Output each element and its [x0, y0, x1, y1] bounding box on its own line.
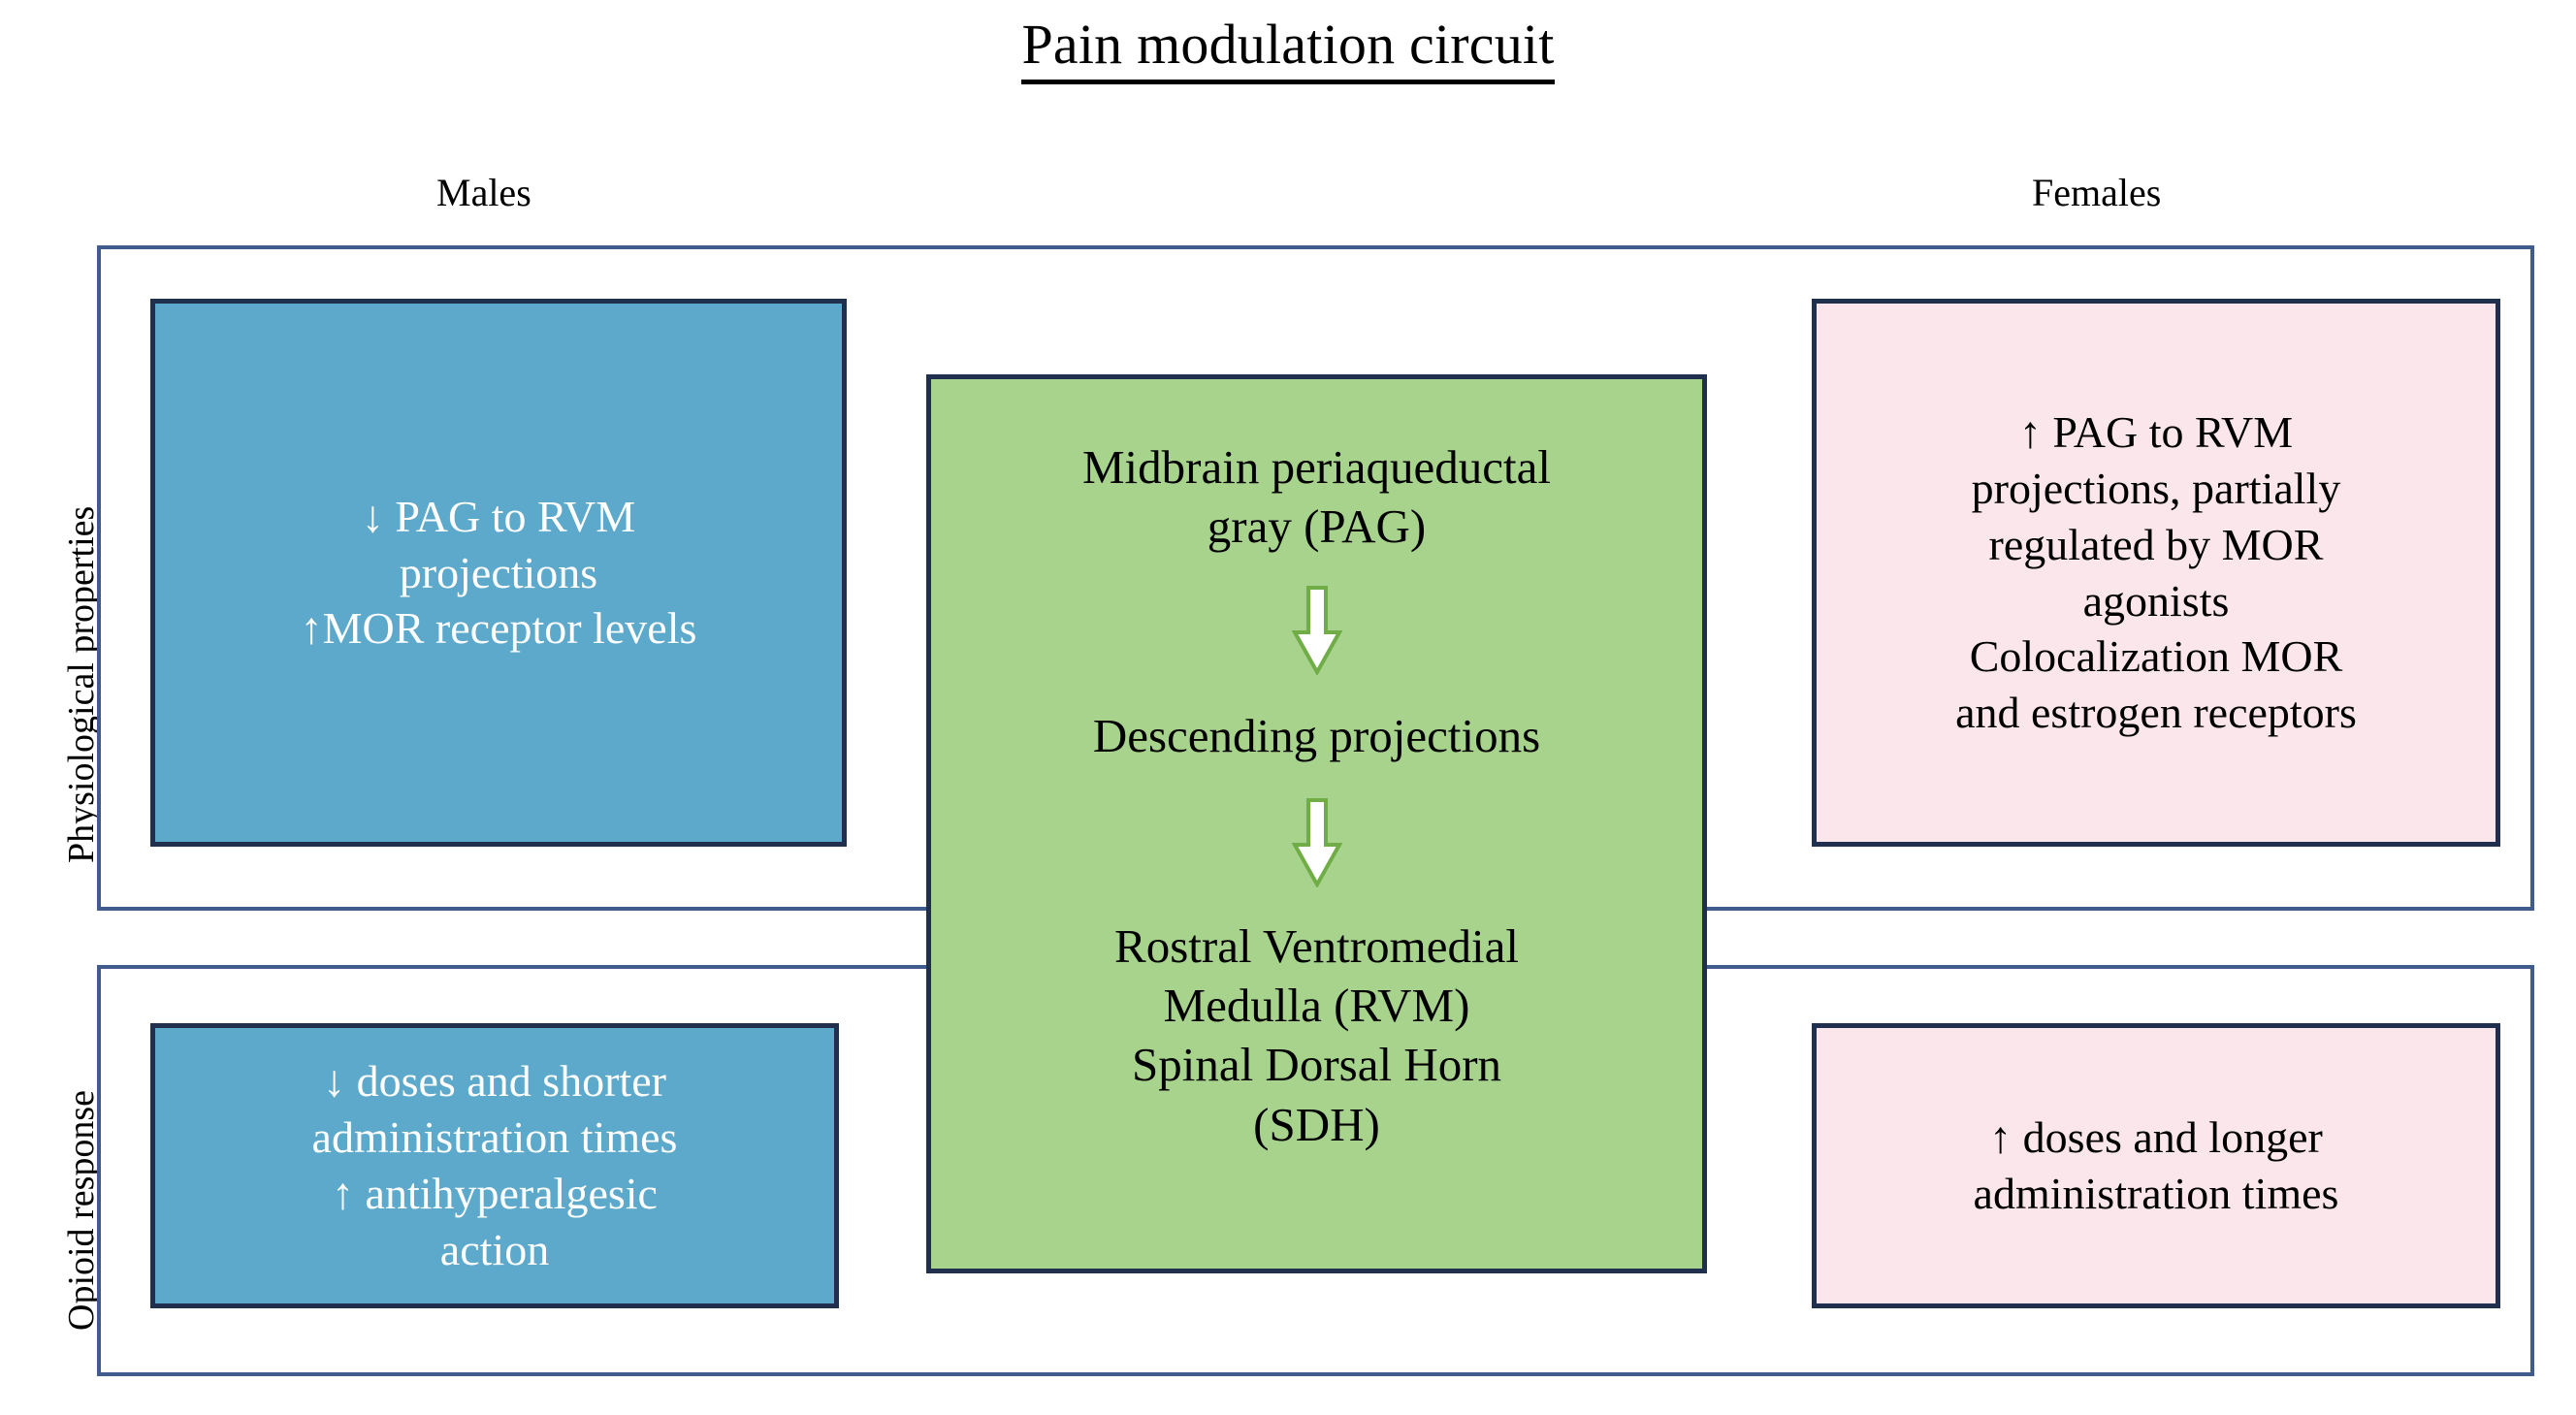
text-line: and estrogen receptors: [1955, 688, 2357, 738]
text-line: ↓ PAG to RVM: [361, 491, 636, 541]
box-male-physiological: ↓ PAG to RVM projections ↑MOR receptor l…: [150, 299, 847, 847]
text-line: Colocalization MOR: [1969, 631, 2343, 682]
box-male-physiological-content: ↓ PAG to RVM projections ↑MOR receptor l…: [301, 489, 697, 658]
pathway-step-rvm-sdh: Rostral Ventromedial Medulla (RVM) Spina…: [947, 917, 1687, 1154]
box-female-physiological-content: ↑ PAG to RVM projections, partially regu…: [1955, 404, 2357, 742]
text-line: agonists: [2082, 575, 2230, 626]
text-line: ↑ doses and longer: [1989, 1112, 2323, 1163]
text-line: administration times: [311, 1112, 678, 1163]
text-line: (SDH): [1253, 1097, 1380, 1151]
text-line: projections: [399, 547, 598, 597]
page-title-text: Pain modulation circuit: [1021, 13, 1555, 84]
text-line: action: [439, 1224, 550, 1274]
down-block-arrow-icon: [1291, 585, 1342, 675]
box-female-physiological: ↑ PAG to RVM projections, partially regu…: [1812, 299, 2500, 847]
column-header-males: Males: [436, 171, 531, 214]
text-line: ↑ antihyperalgesic: [332, 1169, 658, 1218]
text-line: Medulla (RVM): [1163, 979, 1470, 1032]
pathway-step-pag: Midbrain periaqueductal gray (PAG): [947, 437, 1687, 557]
text-line: Spinal Dorsal Horn: [1131, 1038, 1502, 1092]
page-title: Pain modulation circuit: [0, 13, 2576, 84]
text-line: ↓ doses and shorter: [323, 1056, 666, 1107]
text-line: Descending projections: [1092, 708, 1541, 762]
box-male-opioid-content: ↓ doses and shorter administration times…: [312, 1053, 678, 1278]
box-female-opioid-response: ↑ doses and longer administration times: [1812, 1023, 2500, 1308]
text-line: projections, partially: [1971, 463, 2341, 513]
column-header-females: Females: [2032, 171, 2162, 214]
down-block-arrow-icon: [1291, 797, 1342, 887]
box-pain-pathway: Midbrain periaqueductal gray (PAG) Desce…: [926, 374, 1707, 1273]
text-line: gray (PAG): [1207, 499, 1427, 554]
box-male-opioid-response: ↓ doses and shorter administration times…: [150, 1023, 839, 1308]
text-line: administration times: [1973, 1169, 2339, 1218]
text-line: ↑ PAG to RVM: [2018, 406, 2294, 457]
text-line: ↑MOR receptor levels: [300, 603, 697, 654]
text-line: Rostral Ventromedial: [1114, 918, 1519, 973]
text-line: regulated by MOR: [1988, 519, 2324, 569]
text-line: Midbrain periaqueductal: [1081, 440, 1551, 494]
pathway-step-descending-projections: Descending projections: [947, 706, 1687, 765]
box-female-opioid-content: ↑ doses and longer administration times: [1974, 1109, 2339, 1222]
